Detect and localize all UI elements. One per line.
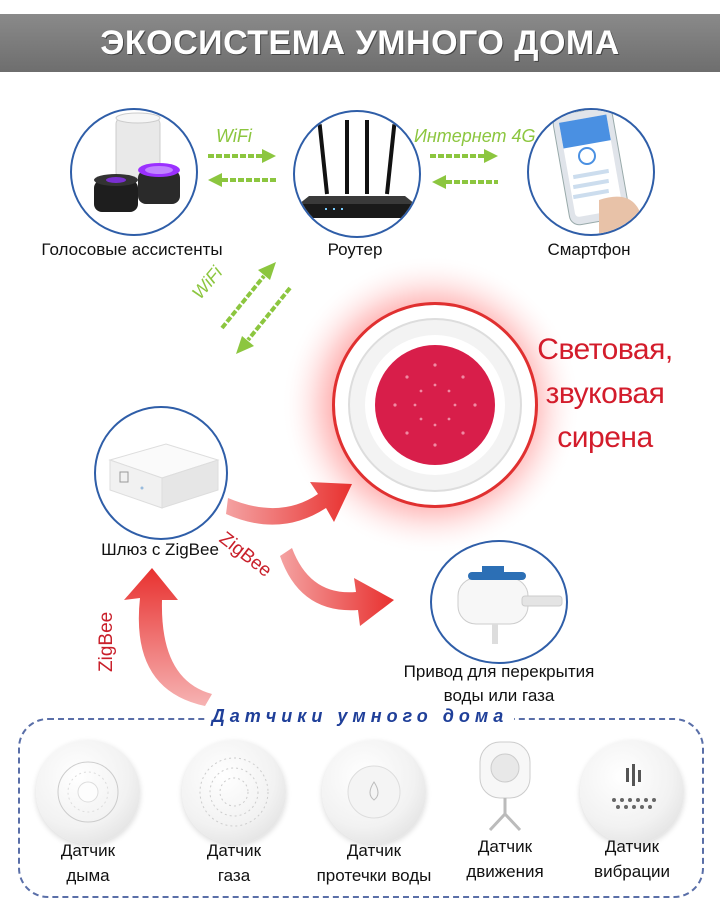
valve-actuator-icon xyxy=(457,566,563,644)
zigbee-arrow-to-siren xyxy=(226,482,352,525)
sensor-gas-line1: Датчик xyxy=(206,841,262,860)
sensor-water-line1: Датчик xyxy=(346,841,402,860)
zigbee-arrow-to-valve xyxy=(280,548,394,626)
sensor-gas-line2: газа xyxy=(217,866,251,885)
internet-arrows-router-phone xyxy=(430,149,498,189)
smartphone-icon xyxy=(552,110,639,234)
zigbee-label-left: ZigBee xyxy=(96,611,117,672)
sensor-motion-label: Датчик движения xyxy=(446,834,564,884)
router-label: Роутер xyxy=(327,240,383,259)
sensor-smoke-line2: дыма xyxy=(66,866,110,885)
valve-label-line2: воды или газа xyxy=(443,686,555,705)
smoke-sensor-icon xyxy=(36,740,140,844)
sensor-vibration-line1: Датчик xyxy=(604,837,660,856)
smartphone-label: Смартфон xyxy=(547,240,631,259)
sensor-water-label: Датчик протечки воды xyxy=(300,838,448,888)
voice-assistants-label: Голосовые ассистенты xyxy=(41,240,223,259)
sensor-motion-line2: движения xyxy=(466,862,544,881)
siren-icon xyxy=(348,318,522,492)
sensor-gas-label: Датчик газа xyxy=(174,838,294,888)
siren-label-line3: сирена xyxy=(557,421,653,454)
smartphone-circle xyxy=(527,108,655,236)
vibration-sensor-icon xyxy=(580,740,684,844)
wifi-label-top: WiFi xyxy=(216,126,252,146)
zigbee-arrow-from-sensors xyxy=(124,568,212,706)
sensors-panel-title-text: Датчики умного дома xyxy=(205,706,515,726)
siren-label-line1: Световая, xyxy=(537,333,673,366)
valve-label-line1: Привод для перекрытия xyxy=(403,662,595,681)
router-circle xyxy=(293,110,421,238)
wifi-arrows-router-gateway xyxy=(220,262,292,354)
sensor-motion-line1: Датчик xyxy=(477,837,533,856)
sensor-vibration-line2: вибрации xyxy=(594,862,670,881)
gas-sensor-icon xyxy=(182,740,286,844)
siren-circle xyxy=(332,302,538,508)
motion-sensor-icon xyxy=(470,736,540,836)
siren-label-line2: звуковая xyxy=(545,377,665,410)
page-title: ЭКОСИСТЕМА УМНОГО ДОМА xyxy=(100,23,620,62)
siren-label: Световая, звуковая сирена xyxy=(530,328,680,460)
sensor-smoke-label: Датчик дыма xyxy=(28,838,148,888)
gateway-label: Шлюз с ZigBee xyxy=(101,540,219,559)
valve-label: Привод для перекрытия воды или газа xyxy=(388,660,610,708)
gateway-circle xyxy=(94,406,228,540)
sensor-vibration-label: Датчик вибрации xyxy=(570,834,694,884)
router-icon xyxy=(299,120,415,218)
smart-speaker-icon xyxy=(94,112,180,212)
sensor-smoke-line1: Датчик xyxy=(60,841,116,860)
sensors-panel-title: Датчики умного дома xyxy=(0,706,720,727)
valve-circle xyxy=(430,540,568,664)
water-leak-sensor-icon xyxy=(322,740,426,844)
voice-assistants-circle xyxy=(70,108,198,236)
internet-4g-label: Интернет 4G xyxy=(414,126,536,146)
sensor-water-line2: протечки воды xyxy=(316,866,432,885)
gateway-icon xyxy=(108,443,220,509)
wifi-arrows-voice-router xyxy=(208,149,276,187)
header-banner: ЭКОСИСТЕМА УМНОГО ДОМА xyxy=(0,14,720,72)
